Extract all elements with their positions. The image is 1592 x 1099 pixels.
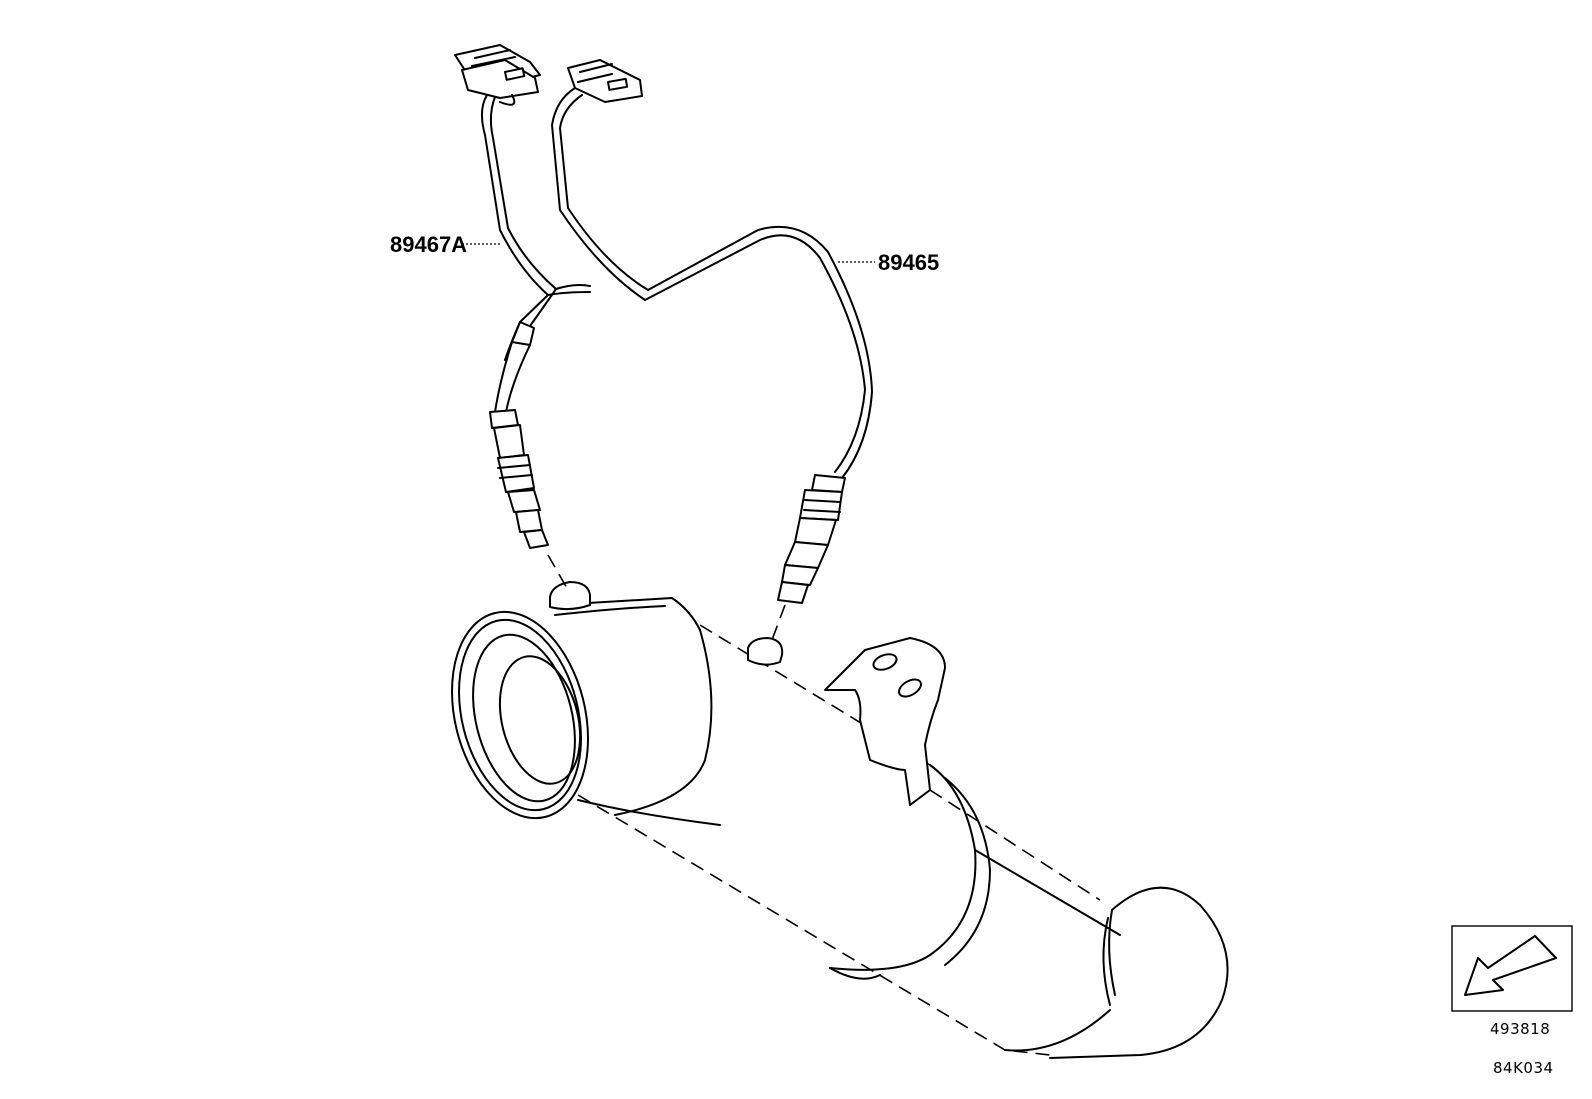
view-indicator	[1451, 925, 1573, 1012]
rear-sensor-part-number: 89467A	[390, 232, 467, 257]
view-indicator-code: 493818	[1490, 1020, 1550, 1038]
illustration-code: 84K034	[1493, 1059, 1554, 1077]
view-indicator-frame	[1451, 925, 1573, 1012]
rear-oxygen-sensor	[454, 44, 591, 591]
front-oxygen-sensor	[551, 59, 873, 641]
direction-arrow-icon	[1464, 935, 1557, 996]
front-sensor-part-number: 89465	[878, 250, 939, 275]
exhaust-converter	[451, 581, 1229, 1059]
